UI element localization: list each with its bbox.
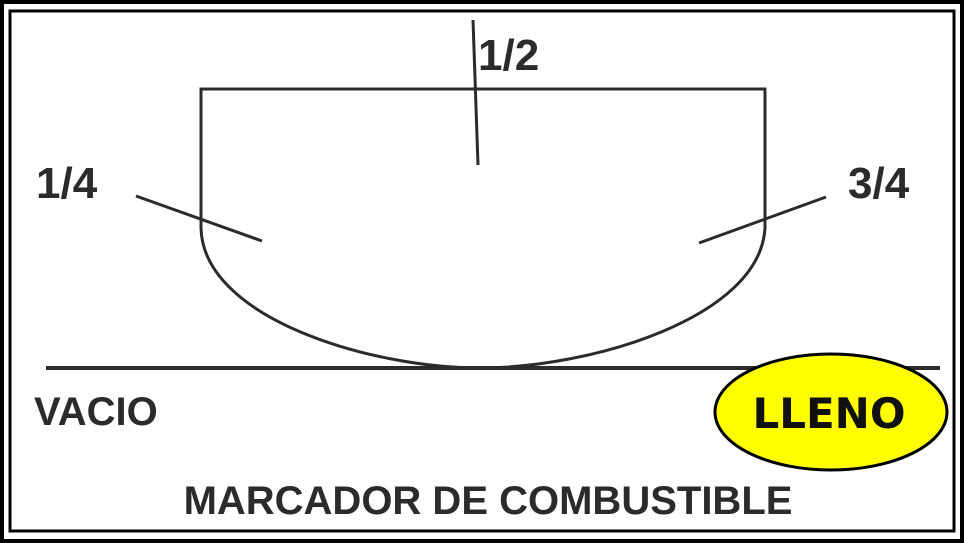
- inner-frame: [8, 9, 956, 533]
- label-half: 1/2: [478, 31, 539, 80]
- label-quarter: 1/4: [36, 159, 98, 208]
- tick-three-quarter: [698, 195, 827, 245]
- label-three-quarter: 3/4: [848, 159, 910, 208]
- tick-half: [471, 19, 480, 166]
- label-empty: VACIO: [34, 390, 158, 434]
- label-full: LLENO: [752, 389, 905, 438]
- full-highlight-ellipse: [713, 352, 949, 472]
- diagram-caption: MARCADOR DE COMBUSTIBLE: [184, 479, 793, 523]
- tick-quarter: [135, 194, 263, 243]
